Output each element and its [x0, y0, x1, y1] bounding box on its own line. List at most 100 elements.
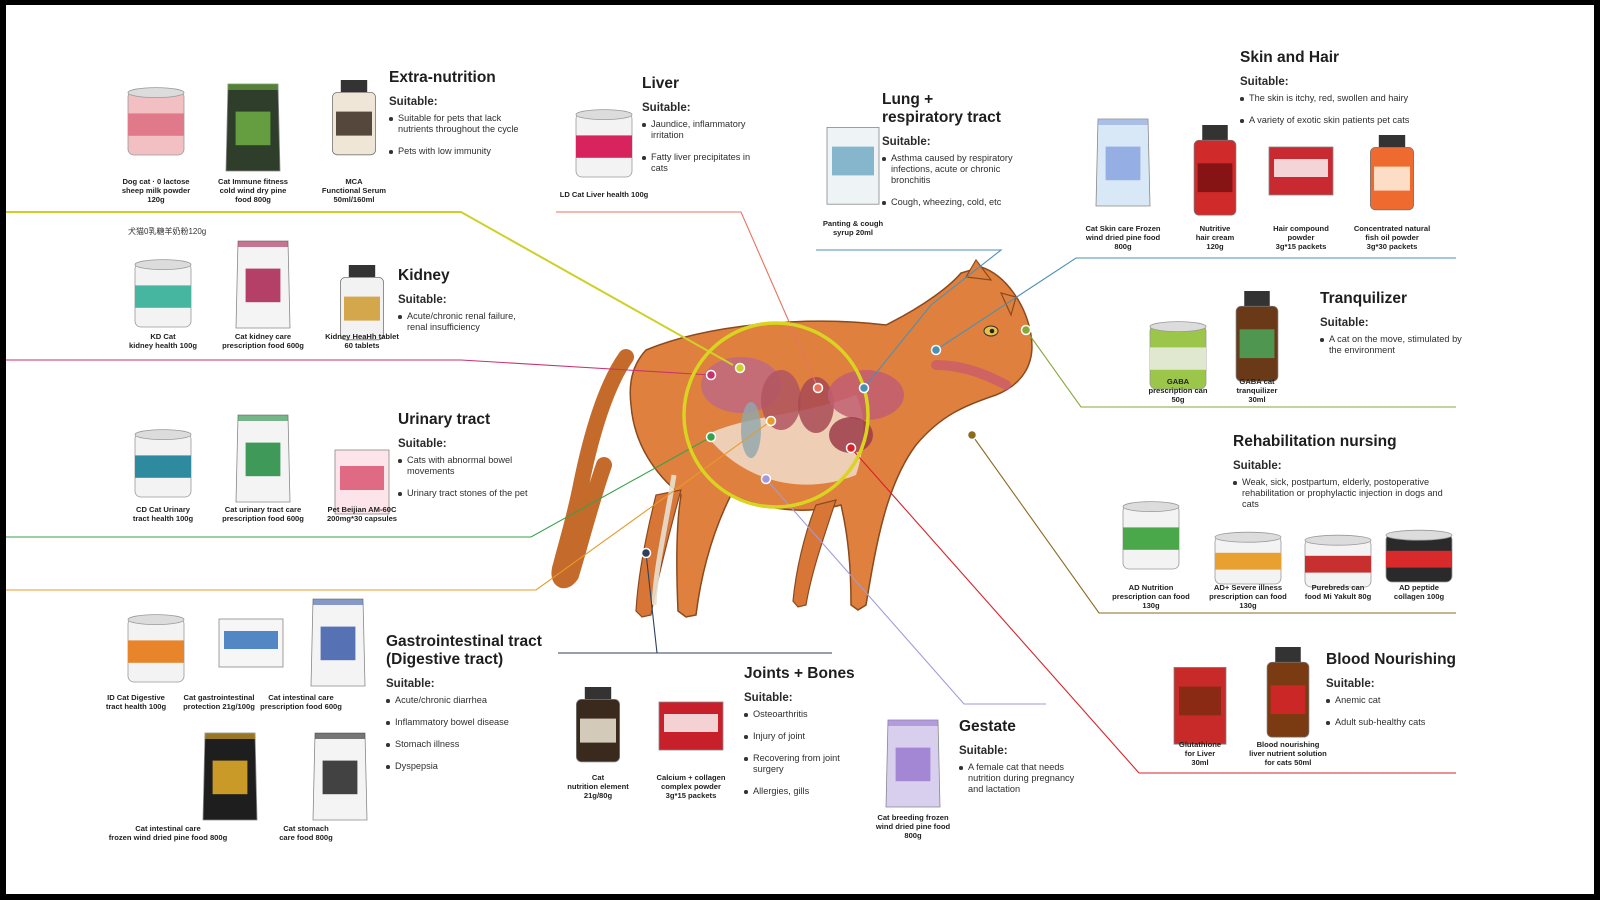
connector-gi — [6, 420, 772, 591]
bottle-brown-icon — [575, 687, 621, 763]
suitable-list: Asthma caused by respiratory infections,… — [882, 153, 1017, 208]
product-kidney-0 — [133, 255, 193, 335]
connector-skin — [935, 257, 1456, 351]
box-red-icon — [1268, 146, 1334, 196]
bag-green2-icon — [235, 414, 291, 503]
product-kidney-1 — [234, 235, 292, 331]
section-title: Blood Nourishing — [1326, 651, 1457, 668]
dot-gestate — [760, 473, 772, 485]
product-caption-text: GABA cat tranquilizer 30ml — [1236, 377, 1278, 404]
box-dropper-icon — [1173, 666, 1227, 745]
suitable-list: Acute/chronic renal failure, renal insuf… — [398, 311, 528, 333]
product-caption-text: Concentrated natural fish oil powder 3g*… — [1353, 224, 1431, 251]
suitable-item: Cats with abnormal bowel movements — [398, 455, 533, 477]
product-skin-3 — [1362, 133, 1422, 213]
product-caption-text: LD Cat Liver health 100g — [559, 190, 649, 199]
product-caption-text: KD Cat kidney health 100g — [129, 332, 197, 350]
box-pink-icon — [334, 449, 390, 515]
product-caption-text: MCA Functional Serum 50ml/160ml — [321, 177, 387, 204]
stomach-organ — [798, 377, 834, 433]
product-caption-text: AD+ Severe illness prescription can food… — [1209, 583, 1287, 610]
product-joints-1 — [656, 693, 726, 753]
product-urinary-2 — [332, 438, 392, 518]
product-caption-text: Cat intestinal care prescription food 60… — [260, 693, 342, 711]
connector-tranq — [1025, 329, 1456, 408]
product-caption-text: Purebreds can food Mi Yakult 80g — [1304, 583, 1372, 601]
can-kd-icon — [134, 259, 192, 328]
product-rehab-3 — [1384, 528, 1454, 588]
section-title: Joints + Bones — [744, 665, 855, 682]
product-caption-text: Panting & cough syrup 20ml — [822, 219, 884, 237]
product-caption-text: CD Cat Urinary tract health 100g — [132, 505, 194, 523]
product-blood-1 — [1259, 645, 1317, 741]
section-title: Urinary tract — [398, 411, 491, 428]
suitable-label: Suitable: — [386, 678, 435, 690]
product-extra-0 — [126, 83, 186, 163]
suitable-label: Suitable: — [642, 102, 691, 114]
dot-blood — [845, 442, 857, 454]
bag-holo-icon — [1095, 118, 1151, 207]
dot-gi — [765, 415, 777, 427]
product-caption-text: Hair compound powder 3g*15 packets — [1273, 224, 1329, 251]
product-caption-text: Cat urinary tract care prescription food… — [222, 505, 304, 523]
product-caption-text: Kidney HeaHh tablet 60 tablets — [325, 332, 399, 350]
connector-layer — [6, 211, 1456, 774]
product-extra-1 — [224, 78, 282, 174]
suitable-label: Suitable: — [882, 136, 931, 148]
suitable-item: Inflammatory bowel disease — [386, 717, 551, 728]
dot-urinary — [705, 431, 717, 443]
suitable-label: Suitable: — [398, 438, 447, 450]
suitable-item: Urinary tract stones of the pet — [398, 488, 533, 499]
product-caption-text: Cat Immune fitness cold wind dry pine fo… — [217, 177, 289, 204]
connector-rehab — [971, 434, 1456, 614]
product-caption-text: Dog cat · 0 lactose sheep milk powder 12… — [121, 177, 191, 204]
box-red2-icon — [658, 701, 724, 751]
product-lung-0 — [824, 113, 882, 209]
dot-lung — [858, 382, 870, 394]
dot-kidney — [705, 369, 717, 381]
dot-joints — [640, 547, 652, 559]
bag-black-icon — [202, 732, 258, 821]
product-gi-3 — [201, 727, 259, 823]
section-gi: Gastrointestinal tract (Digestive tract)… — [386, 633, 551, 783]
suitable-item: Suitable for pets that lack nutrients th… — [389, 113, 529, 135]
can-black-icon — [1385, 529, 1453, 583]
suitable-item: Allergies, gills — [744, 786, 864, 797]
product-caption-text: Glutathione for Liver 30ml — [1178, 740, 1222, 767]
product-gestate-0 — [884, 714, 942, 810]
product-caption-text: Calcium + collagen complex powder 3g*15 … — [656, 773, 726, 800]
product-kidney-2 — [332, 263, 392, 343]
product-caption-text: Cat breeding frozen wind dried pine food… — [875, 813, 951, 840]
section-title: Liver — [642, 75, 680, 92]
section-title: Extra-nutrition — [389, 69, 496, 86]
focus-circle — [682, 321, 870, 509]
section-title: Kidney — [398, 267, 450, 284]
bladder-organ — [741, 402, 761, 458]
dropper-green-icon — [1235, 291, 1279, 382]
suitable-label: Suitable: — [959, 745, 1008, 757]
suitable-list: The skin is itchy, red, swollen and hair… — [1240, 93, 1450, 126]
suitable-item: Fatty liver precipitates in cats — [642, 152, 767, 174]
suitable-label: Suitable: — [1233, 460, 1282, 472]
suitable-item: Stomach illness — [386, 739, 551, 750]
section-title: Tranquilizer — [1320, 290, 1407, 307]
product-gi-1 — [216, 610, 286, 670]
product-caption-text: Cat Skin care Frozen wind dried pine foo… — [1085, 224, 1161, 251]
connector-blood — [850, 447, 1456, 774]
product-rehab-1 — [1213, 530, 1283, 590]
connector-urinary — [6, 436, 712, 538]
connector-lung — [816, 249, 1003, 389]
suitable-item: Adult sub-healthy cats — [1326, 717, 1466, 728]
dot-rehab — [966, 429, 978, 441]
connector-kidney — [6, 359, 712, 376]
section-title: Gastrointestinal tract (Digestive tract) — [386, 633, 542, 668]
